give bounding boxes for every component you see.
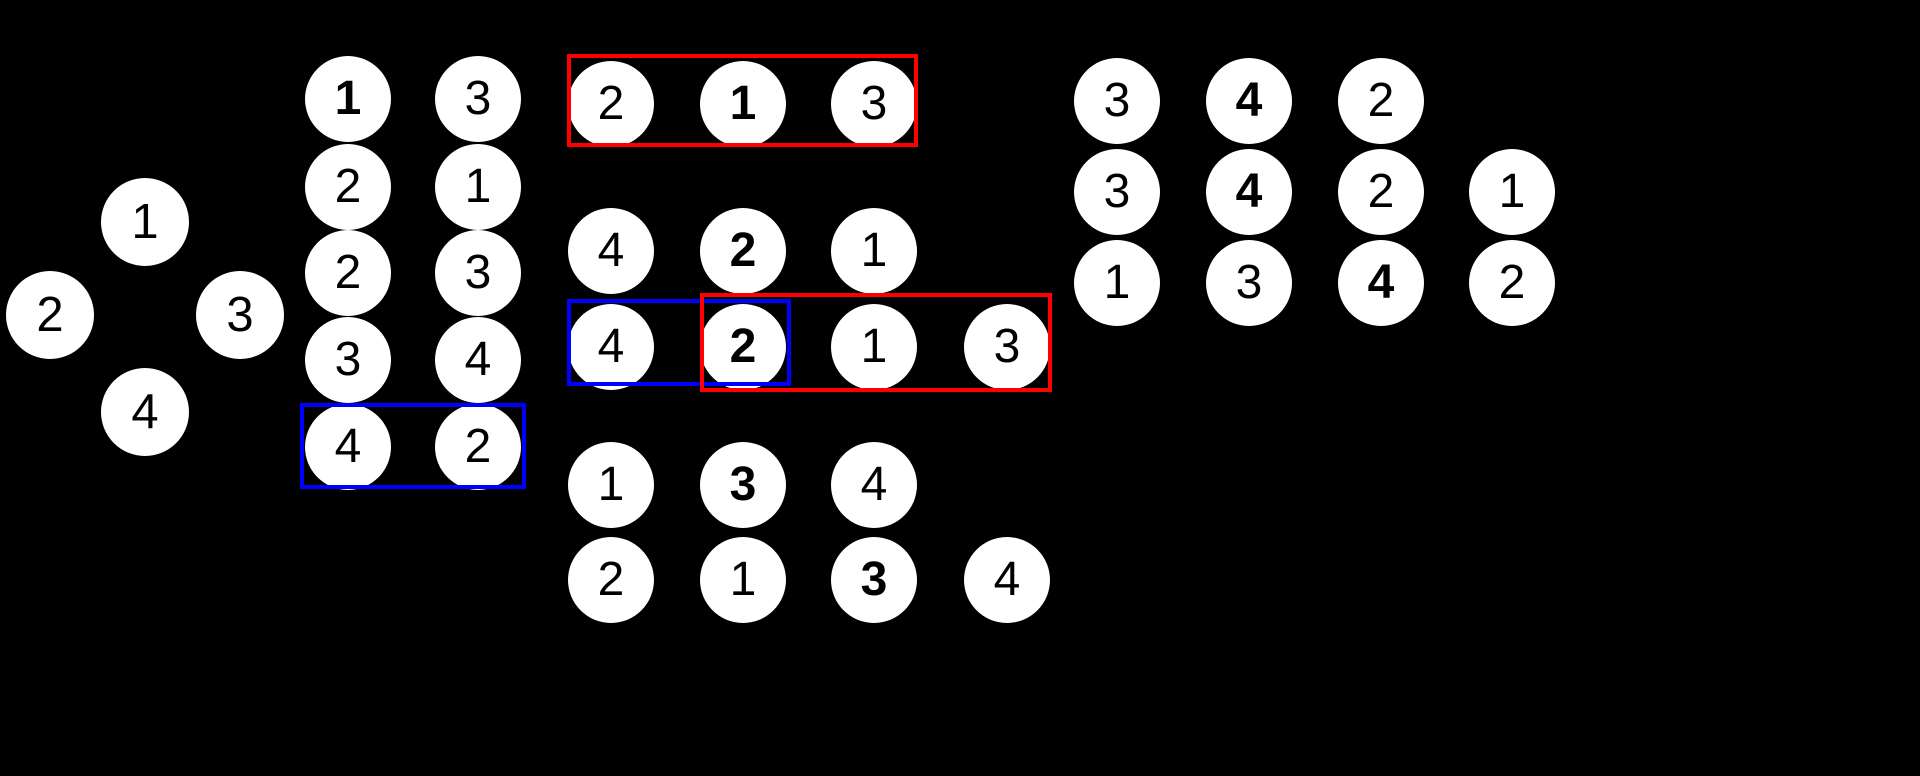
- node-label: 3: [334, 333, 362, 386]
- node-label: 2: [1498, 256, 1526, 309]
- node-label: 2: [334, 160, 362, 213]
- middle-row-0-node-0[interactable]: 2: [568, 61, 654, 147]
- node-label: 2: [36, 287, 64, 342]
- node-label: 4: [131, 384, 159, 439]
- middle-row-1-node-0[interactable]: 4: [568, 208, 654, 294]
- right-grid-row-2-node-0[interactable]: 1: [1074, 240, 1160, 326]
- middle-row-2-node-1[interactable]: 2: [700, 304, 786, 390]
- node-label: 3: [464, 72, 492, 125]
- node-label: 2: [1367, 165, 1395, 218]
- right-grid-row-0-node-1[interactable]: 4: [1206, 58, 1292, 144]
- middle-row-4-node-1[interactable]: 1: [700, 537, 786, 623]
- node-label: 4: [860, 458, 888, 511]
- right-grid-row-1-node-1[interactable]: 4: [1206, 149, 1292, 235]
- node-label: 3: [464, 246, 492, 299]
- middle-row-3-node-1[interactable]: 3: [700, 442, 786, 528]
- column-b-node-0[interactable]: 3: [435, 56, 521, 142]
- middle-row-2-node-2[interactable]: 1: [831, 304, 917, 390]
- node-label: 3: [1103, 74, 1131, 127]
- node-label: 4: [1367, 256, 1395, 309]
- middle-row-1-node-1[interactable]: 2: [700, 208, 786, 294]
- right-grid-row-1-node-2[interactable]: 2: [1338, 149, 1424, 235]
- node-label: 2: [729, 224, 757, 277]
- node-label: 1: [1498, 165, 1526, 218]
- node-label: 2: [597, 77, 625, 130]
- node-label: 1: [729, 553, 757, 606]
- middle-row-2-node-0[interactable]: 4: [568, 304, 654, 390]
- node-label: 3: [1103, 165, 1131, 218]
- node-label: 4: [334, 420, 362, 473]
- middle-row-4-node-2[interactable]: 3: [831, 537, 917, 623]
- middle-row-4-node-0[interactable]: 2: [568, 537, 654, 623]
- node-label: 4: [597, 224, 625, 277]
- node-label: 1: [729, 77, 757, 130]
- node-label: 4: [597, 320, 625, 373]
- column-b-node-3[interactable]: 4: [435, 317, 521, 403]
- node-label: 2: [1367, 74, 1395, 127]
- node-label: 3: [860, 77, 888, 130]
- node-label: 1: [334, 72, 362, 125]
- node-label: 3: [1235, 256, 1263, 309]
- node-label: 1: [860, 224, 888, 277]
- right-grid-row-1-node-0[interactable]: 3: [1074, 149, 1160, 235]
- middle-row-3-node-0[interactable]: 1: [568, 442, 654, 528]
- node-label: 1: [464, 160, 492, 213]
- right-grid-row-2-node-2[interactable]: 4: [1338, 240, 1424, 326]
- middle-row-2-node-3[interactable]: 3: [964, 304, 1050, 390]
- node-label: 2: [729, 320, 757, 373]
- node-label: 1: [597, 458, 625, 511]
- node-label: 2: [597, 553, 625, 606]
- node-label: 4: [1235, 74, 1263, 127]
- node-label: 2: [334, 246, 362, 299]
- node-label: 3: [993, 320, 1021, 373]
- column-b-node-2[interactable]: 3: [435, 230, 521, 316]
- right-grid-row-1-node-3[interactable]: 1: [1469, 149, 1555, 235]
- middle-row-1-node-2[interactable]: 1: [831, 208, 917, 294]
- right-grid-row-2-node-3[interactable]: 2: [1469, 240, 1555, 326]
- column-b-node-4[interactable]: 2: [435, 404, 521, 490]
- node-label: 3: [729, 458, 757, 511]
- node-label: 4: [464, 333, 492, 386]
- diamond-node-1[interactable]: 2: [6, 271, 94, 359]
- node-label: 3: [860, 553, 888, 606]
- column-a-node-3[interactable]: 3: [305, 317, 391, 403]
- middle-row-3-node-2[interactable]: 4: [831, 442, 917, 528]
- column-a-node-0[interactable]: 1: [305, 56, 391, 142]
- node-label: 1: [860, 320, 888, 373]
- middle-row-0-node-1[interactable]: 1: [700, 61, 786, 147]
- node-label: 2: [464, 420, 492, 473]
- diamond-node-3[interactable]: 4: [101, 368, 189, 456]
- node-label: 4: [1235, 165, 1263, 218]
- column-a-node-4[interactable]: 4: [305, 404, 391, 490]
- middle-row-4-node-3[interactable]: 4: [964, 537, 1050, 623]
- node-label: 4: [993, 553, 1021, 606]
- column-a-node-1[interactable]: 2: [305, 144, 391, 230]
- column-a-node-2[interactable]: 2: [305, 230, 391, 316]
- column-b-node-1[interactable]: 1: [435, 144, 521, 230]
- right-grid-row-2-node-1[interactable]: 3: [1206, 240, 1292, 326]
- right-grid-row-0-node-2[interactable]: 2: [1338, 58, 1424, 144]
- diamond-node-2[interactable]: 3: [196, 271, 284, 359]
- diamond-node-0[interactable]: 1: [101, 178, 189, 266]
- middle-row-0-node-2[interactable]: 3: [831, 61, 917, 147]
- node-label: 3: [226, 287, 254, 342]
- node-label: 1: [131, 194, 159, 249]
- node-label: 1: [1103, 256, 1131, 309]
- right-grid-row-0-node-0[interactable]: 3: [1074, 58, 1160, 144]
